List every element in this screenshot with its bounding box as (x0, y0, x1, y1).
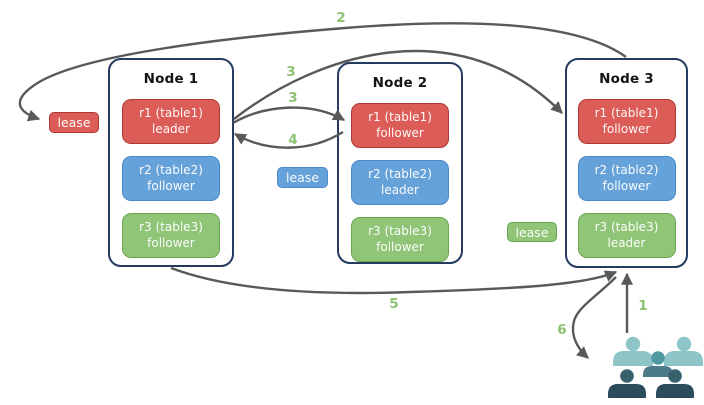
replica-role: leader (380, 182, 419, 197)
replica-name: r3 (table3) (594, 219, 659, 234)
node-2-replica-r1: r1 (table1) follower (351, 103, 449, 148)
step-label-5: 5 (389, 296, 399, 312)
replica-name: r3 (table3) (139, 219, 203, 234)
replica-role: follower (602, 178, 651, 193)
node-2-replica-r3: r3 (table3) follower (351, 217, 449, 262)
arrow-step-6 (571, 276, 617, 359)
node-1-title: Node 1 (143, 71, 199, 87)
step-label-3a: 3 (286, 64, 296, 80)
replica-name: r1 (table1) (368, 109, 432, 124)
node-2: Node 2 r1 (table1) follower r2 (table2) … (337, 62, 463, 264)
node-3-replica-r1: r1 (table1) follower (577, 99, 676, 144)
lease-label: lease (285, 170, 320, 185)
node-3-replica-r3: r3 (table3) leader (577, 213, 676, 258)
node-2-replica-r2: r2 (table2) leader (351, 160, 449, 205)
arrow-step-5 (170, 266, 618, 295)
node-2-title: Node 2 (372, 75, 428, 91)
replica-role: follower (376, 239, 424, 254)
step-label-6: 6 (557, 322, 567, 338)
node-3-title: Node 3 (599, 71, 654, 87)
replica-role: follower (602, 121, 651, 136)
node-1-replica-r1: r1 (table1) leader (122, 99, 220, 144)
lease-label: lease (57, 115, 91, 130)
replica-role: follower (147, 178, 195, 193)
step-label-3b: 3 (288, 90, 298, 106)
step-label-4: 4 (288, 132, 298, 148)
lease-badge-table2: lease (277, 167, 328, 188)
lease-badge-table1: lease (49, 112, 99, 133)
node-1: Node 1 r1 (table1) leader r2 (table2) fo… (108, 58, 234, 267)
node-3: Node 3 r1 (table1) follower r2 (table2) … (565, 58, 688, 268)
replica-name: r2 (table2) (139, 162, 203, 177)
arrow-step-3-to-node2 (232, 106, 346, 125)
replica-role: leader (607, 235, 646, 250)
step-label-2: 2 (336, 10, 346, 26)
users-icon (608, 336, 703, 398)
step-label-1: 1 (638, 298, 648, 314)
replica-name: r3 (table3) (368, 223, 432, 238)
lease-badge-table3: lease (507, 222, 557, 242)
replica-role: follower (147, 235, 195, 250)
replica-role: leader (151, 121, 190, 136)
node-1-replica-r3: r3 (table3) follower (122, 213, 220, 258)
replica-name: r2 (table2) (594, 162, 659, 177)
node-1-replica-r2: r2 (table2) follower (122, 156, 220, 201)
replica-role: follower (376, 125, 424, 140)
replica-name: r1 (table1) (594, 105, 659, 120)
replica-name: r2 (table2) (368, 166, 432, 181)
replica-name: r1 (table1) (139, 105, 203, 120)
node-3-replica-r2: r2 (table2) follower (577, 156, 676, 201)
lease-label: lease (515, 224, 549, 240)
